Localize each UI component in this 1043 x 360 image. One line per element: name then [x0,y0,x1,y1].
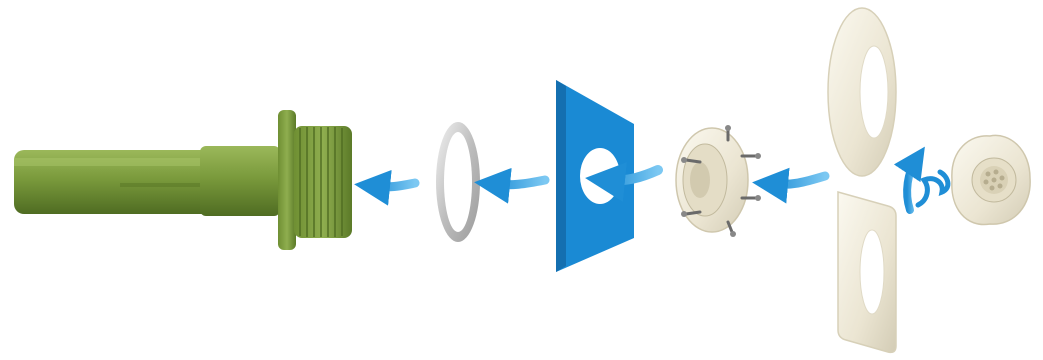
arrow-panel-to-gasket [492,180,545,185]
square-cover-plate [838,192,896,352]
arrow-nozzle-screw-in [907,160,948,210]
threaded-pipe-body [14,110,352,250]
gasket-ring [436,122,480,242]
arrow-cover-to-fitting [770,176,825,185]
round-cover-ring [828,8,896,176]
arrow-gasket-to-pipe [372,183,415,187]
eyeball-nozzle [952,135,1030,224]
inlet-fitting-with-screws [676,125,761,237]
